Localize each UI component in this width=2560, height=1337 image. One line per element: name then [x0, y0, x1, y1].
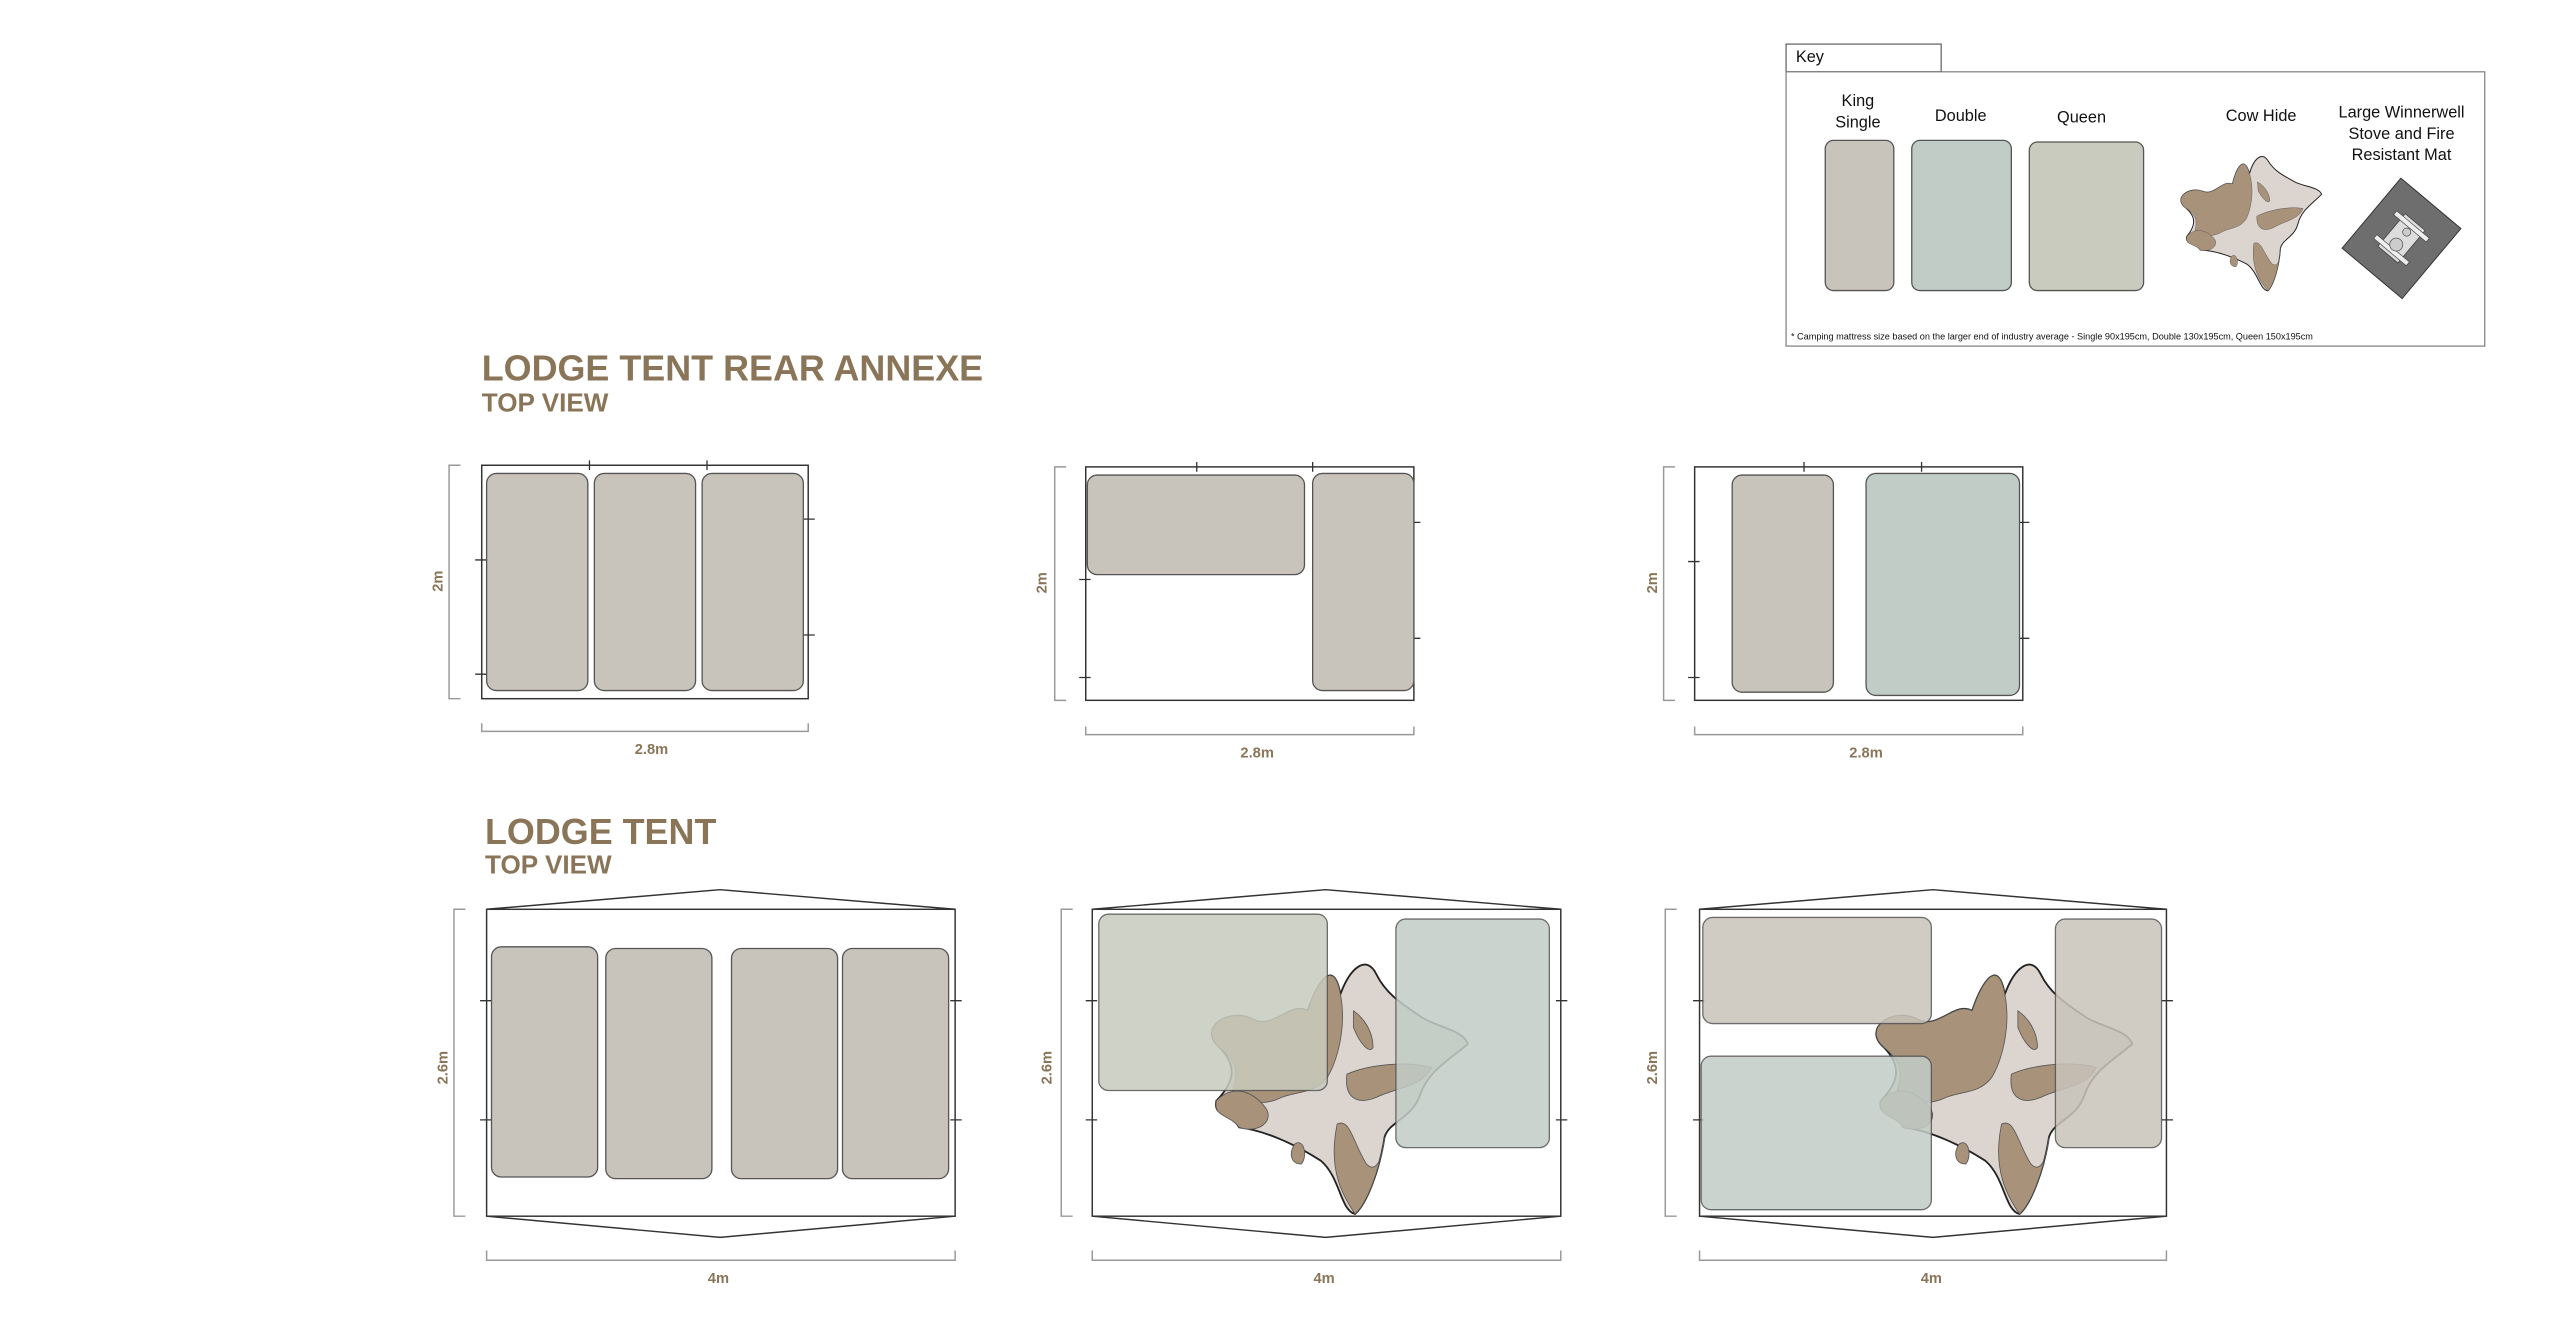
lodge-layout-2: 2.6m 4m — [1039, 888, 1568, 1287]
dimension-brackets — [1060, 908, 1562, 1262]
width-label: 2.8m — [1240, 745, 1273, 761]
key-queen-swatch — [2028, 141, 2145, 292]
dimension-brackets — [453, 908, 956, 1262]
annexe-subtitle: TOP VIEW — [482, 387, 609, 417]
double-mattress — [1700, 1055, 1933, 1211]
height-label: 2.6m — [1039, 1051, 1055, 1084]
height-label: 2m — [1645, 572, 1661, 593]
lodge-subtitle: TOP VIEW — [485, 849, 612, 879]
king-single-mattress — [1086, 474, 1306, 576]
key-label-cow-hide: Cow Hide — [2226, 107, 2297, 125]
queen-mattress — [1098, 913, 1328, 1092]
dimension-brackets — [1662, 466, 2024, 736]
width-label: 4m — [1921, 1271, 1942, 1287]
king-single-mattress — [605, 947, 713, 1180]
key-title: Key — [1796, 48, 1825, 66]
key-label-double: Double — [1935, 107, 1987, 125]
key-label-stove-1: Large Winnerwell — [2338, 104, 2464, 122]
dimension-brackets — [1664, 908, 2168, 1262]
king-single-mattress — [485, 472, 589, 692]
double-mattress — [1865, 472, 2021, 697]
key-label-queen: Queen — [2057, 108, 2106, 126]
king-single-mattress — [1702, 916, 1933, 1025]
lodge-title: LODGE TENT — [485, 811, 716, 852]
pole-markers — [1085, 1000, 1568, 1121]
width-label: 2.8m — [1849, 745, 1882, 761]
king-single-mattress — [701, 472, 804, 692]
key-label-stove-3: Resistant Mat — [2352, 146, 2452, 164]
dimension-brackets — [448, 464, 809, 733]
annexe-layout-1: 2m 2.8m — [431, 460, 815, 758]
width-label: 2.8m — [635, 742, 668, 758]
lodge-layout-1: 2.6m 4m — [435, 888, 962, 1287]
annexe-layout-2: 2m 2.8m — [1035, 461, 1421, 761]
key-label-king-single-1: King — [1842, 92, 1875, 110]
height-label: 2m — [1035, 572, 1051, 593]
key-legend: Key King Single Double Queen Cow Hide La… — [1785, 43, 2486, 347]
pole-markers — [1079, 461, 1421, 679]
height-label: 2.6m — [435, 1051, 451, 1084]
lodge-layout-3: 2.6m 4m — [1645, 888, 2173, 1287]
key-stove-mat-icon — [2341, 177, 2462, 300]
pole-markers — [480, 1000, 962, 1121]
tent-roof-lines — [1092, 888, 1561, 1239]
annexe-layout-3: 2m 2.8m — [1645, 461, 2030, 761]
key-tab — [1785, 43, 1942, 73]
width-label: 4m — [708, 1271, 729, 1287]
king-single-mattress — [2054, 918, 2163, 1149]
pole-markers — [1693, 1000, 2173, 1121]
height-label: 2m — [431, 571, 447, 592]
key-footnote: * Camping mattress size based on the lar… — [1791, 332, 2313, 342]
key-king-single-swatch — [1824, 139, 1895, 292]
pole-markers — [1688, 461, 2030, 679]
king-single-mattress — [593, 472, 697, 692]
dimension-brackets — [1053, 466, 1415, 736]
key-double-swatch — [1911, 139, 2013, 292]
king-single-mattress — [841, 947, 950, 1180]
king-single-mattress — [1311, 472, 1415, 692]
tent-roof-lines — [1699, 888, 2167, 1239]
double-mattress — [1395, 918, 1551, 1149]
height-label: 2.6m — [1645, 1051, 1661, 1084]
width-label: 4m — [1313, 1271, 1334, 1287]
key-label-king-single-2: Single — [1835, 113, 1880, 131]
tent-roof-lines — [486, 888, 956, 1239]
key-label-stove-2: Stove and Fire — [2348, 125, 2454, 143]
pole-markers — [475, 460, 815, 675]
king-single-mattress — [1731, 474, 1835, 693]
king-single-mattress — [490, 946, 599, 1178]
king-single-mattress — [730, 947, 839, 1180]
annexe-title: LODGE TENT REAR ANNEXE — [482, 347, 983, 388]
